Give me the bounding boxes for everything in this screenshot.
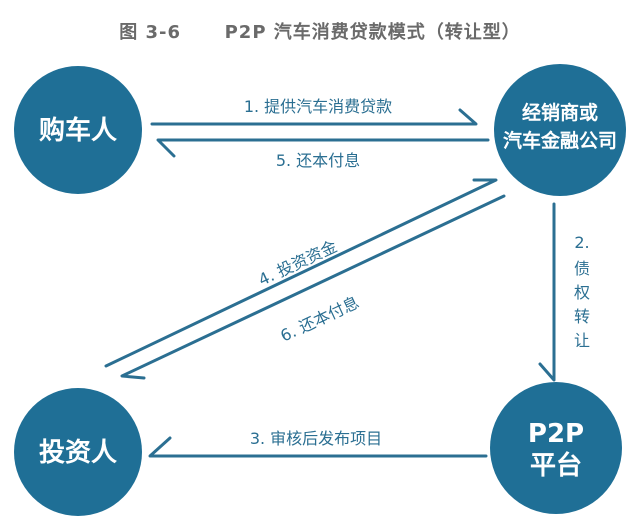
flow-2-char-3: 转 <box>574 307 590 326</box>
flow-6-label: 6. 还本付息 <box>277 293 361 346</box>
dealer-label-line2: 汽车金融公司 <box>503 129 617 152</box>
investor-circle <box>14 388 142 516</box>
flow-5-arrow: 5. 还本付息 <box>156 138 490 170</box>
flow-4-line <box>104 178 498 368</box>
platform-label-line2: 平台 <box>530 450 582 481</box>
flow-5-label: 5. 还本付息 <box>276 151 360 170</box>
flow-2-arrow: 2. 债 权 转 让 <box>538 202 590 382</box>
investor-label: 投资人 <box>39 438 117 468</box>
buyer-label: 购车人 <box>39 115 117 146</box>
dealer-circle <box>494 64 626 196</box>
buyer-node: 购车人 <box>14 66 142 194</box>
platform-node: P2P 平台 <box>490 382 622 514</box>
flow-1-label: 1. 提供汽车消费贷款 <box>244 97 392 116</box>
flow-2-line <box>538 202 556 382</box>
buyer-circle <box>14 66 142 194</box>
flow-1-arrow: 1. 提供汽车消费贷款 <box>150 97 478 126</box>
flow-2-char-1: 债 <box>574 259 590 278</box>
flow-2-char-4: 让 <box>574 331 590 350</box>
flow-3-line <box>148 436 488 458</box>
flow-6-arrow: 6. 还本付息 <box>120 194 506 380</box>
flow-6-line <box>120 194 506 380</box>
dealer-label-line1: 经销商或 <box>522 101 598 124</box>
figure-title: 图 3-6 P2P 汽车消费贷款模式（转让型） <box>119 22 521 43</box>
flow-4-label: 4. 投资资金 <box>255 237 339 290</box>
flow-5-line <box>156 138 490 158</box>
flow-2-char-2: 权 <box>574 283 590 302</box>
platform-circle <box>490 382 622 514</box>
flow-3-label: 3. 审核后发布项目 <box>250 429 382 448</box>
flow-1-line <box>150 108 478 126</box>
flow-3-arrow: 3. 审核后发布项目 <box>148 429 488 458</box>
platform-label-line1: P2P <box>528 419 584 449</box>
dealer-node: 经销商或 汽车金融公司 <box>494 64 626 196</box>
flow-2-char-0: 2. <box>574 233 589 252</box>
investor-node: 投资人 <box>14 388 142 516</box>
